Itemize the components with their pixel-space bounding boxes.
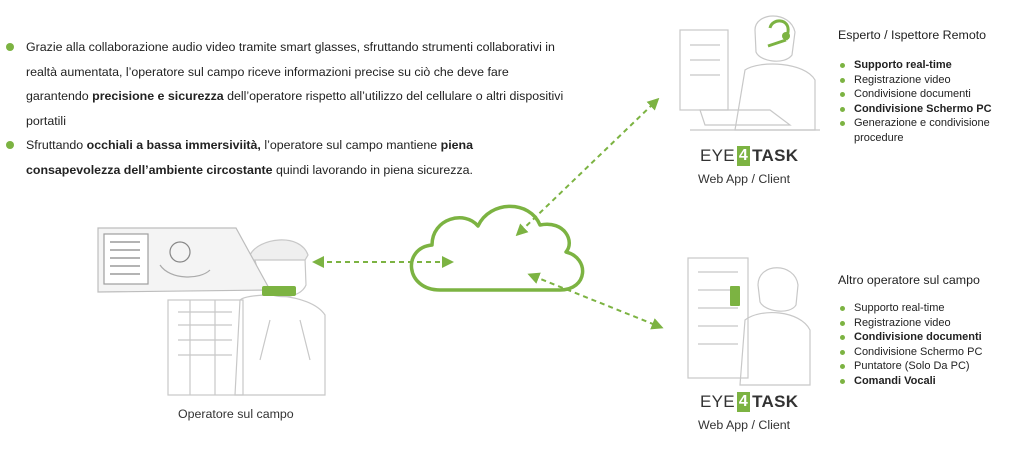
bullet-text: Sfruttando [26, 138, 87, 152]
bullet-dot-icon [6, 141, 14, 149]
intro-bullets: Grazie alla collaborazione audio video t… [6, 35, 566, 182]
tablet-icon [730, 286, 740, 306]
bullet-dot-icon [840, 106, 845, 112]
web-app-client-caption-bottom: Web App / Client [698, 418, 791, 432]
feature-item: Generazione e condivisione procedure [838, 116, 1018, 145]
bullet-dot-icon [840, 77, 845, 83]
cloud-icon [409, 204, 585, 292]
bullet-dot-icon [840, 92, 845, 97]
feature-label: Registrazione video [854, 316, 951, 329]
feature-label: Generazione e condivisione procedure [854, 117, 990, 144]
expert-title: Esperto / Ispettore Remoto [838, 28, 987, 42]
bullet-dot-icon [840, 320, 845, 326]
web-app-client-caption-top: Web App / Client [698, 172, 791, 186]
field-operator-illustration [97, 227, 326, 396]
feature-item: Supporto real-time [838, 58, 1018, 73]
bullet-text: l’operatore sul campo mantiene [260, 138, 441, 152]
feature-label: Supporto real-time [854, 302, 945, 314]
feature-item: Registrazione video [838, 316, 1018, 331]
bullet-text: piena consapevolezza dell’ambiente circo… [26, 138, 474, 177]
feature-item: Condivisione documenti [838, 87, 1018, 102]
bullet-text: dell’operatore rispetto all’utilizzo del… [26, 89, 564, 128]
smart-glasses-icon [262, 286, 296, 296]
other-operator-illustration [687, 257, 811, 386]
feature-label: Registrazione video [854, 73, 951, 86]
feature-item: Condivisione Schermo PC [838, 345, 1018, 360]
feature-item: Puntatore (Solo Da PC) [838, 359, 1018, 374]
bullet-text: quindi lavorando in piena sicurezza. [272, 162, 473, 177]
feature-label: Condivisione documenti [854, 331, 982, 343]
feature-item: Comandi Vocali [838, 374, 1018, 389]
feature-item: Condivisione Schermo PC [838, 102, 1018, 117]
field-operator-caption: Operatore sul campo [178, 407, 294, 421]
remote-expert-illustration [679, 15, 820, 131]
logo-eye: EYE [700, 146, 735, 165]
bullet-dot-icon [840, 335, 845, 340]
feature-label: Puntatore (Solo Da PC) [854, 360, 970, 372]
feature-label: Supporto real-time [854, 59, 952, 71]
link-arrow-cloud-expert [515, 97, 660, 237]
logo-four: 4 [736, 392, 751, 412]
logo-four: 4 [736, 146, 751, 166]
link-arrow-cloud-operator2 [527, 272, 664, 330]
feature-label: Condivisione Schermo PC [854, 345, 983, 358]
logo-task: TASK [752, 146, 799, 165]
bullet-dot-icon [840, 378, 845, 384]
feature-label: Condivisione documenti [854, 88, 971, 100]
feature-label: Comandi Vocali [854, 374, 936, 387]
bullet-dot-icon [840, 63, 845, 68]
headset-icon [767, 19, 790, 48]
bullet-dot-icon [840, 306, 845, 311]
feature-label: Condivisione Schermo PC [854, 102, 992, 115]
feature-item: Condivisione documenti [838, 330, 1018, 345]
intro-bullet: Sfruttando occhiali a bassa immersiviità… [6, 133, 566, 182]
logo-task: TASK [752, 392, 799, 411]
bullet-text: precisione e sicurezza [92, 89, 224, 103]
bullet-dot-icon [6, 43, 14, 51]
other-operator-title: Altro operatore sul campo [838, 273, 980, 287]
bullet-dot-icon [840, 364, 845, 369]
intro-bullet: Grazie alla collaborazione audio video t… [6, 35, 566, 133]
feature-item: Registrazione video [838, 73, 1018, 88]
logo-eye: EYE [700, 392, 735, 411]
bullet-dot-icon [840, 349, 845, 355]
bullet-text: Grazie alla collaborazione audio video t… [26, 40, 555, 103]
bullet-text: occhiali a bassa immersiviità, [86, 138, 261, 152]
feature-item: Supporto real-time [838, 301, 1018, 316]
bullet-dot-icon [840, 121, 845, 126]
